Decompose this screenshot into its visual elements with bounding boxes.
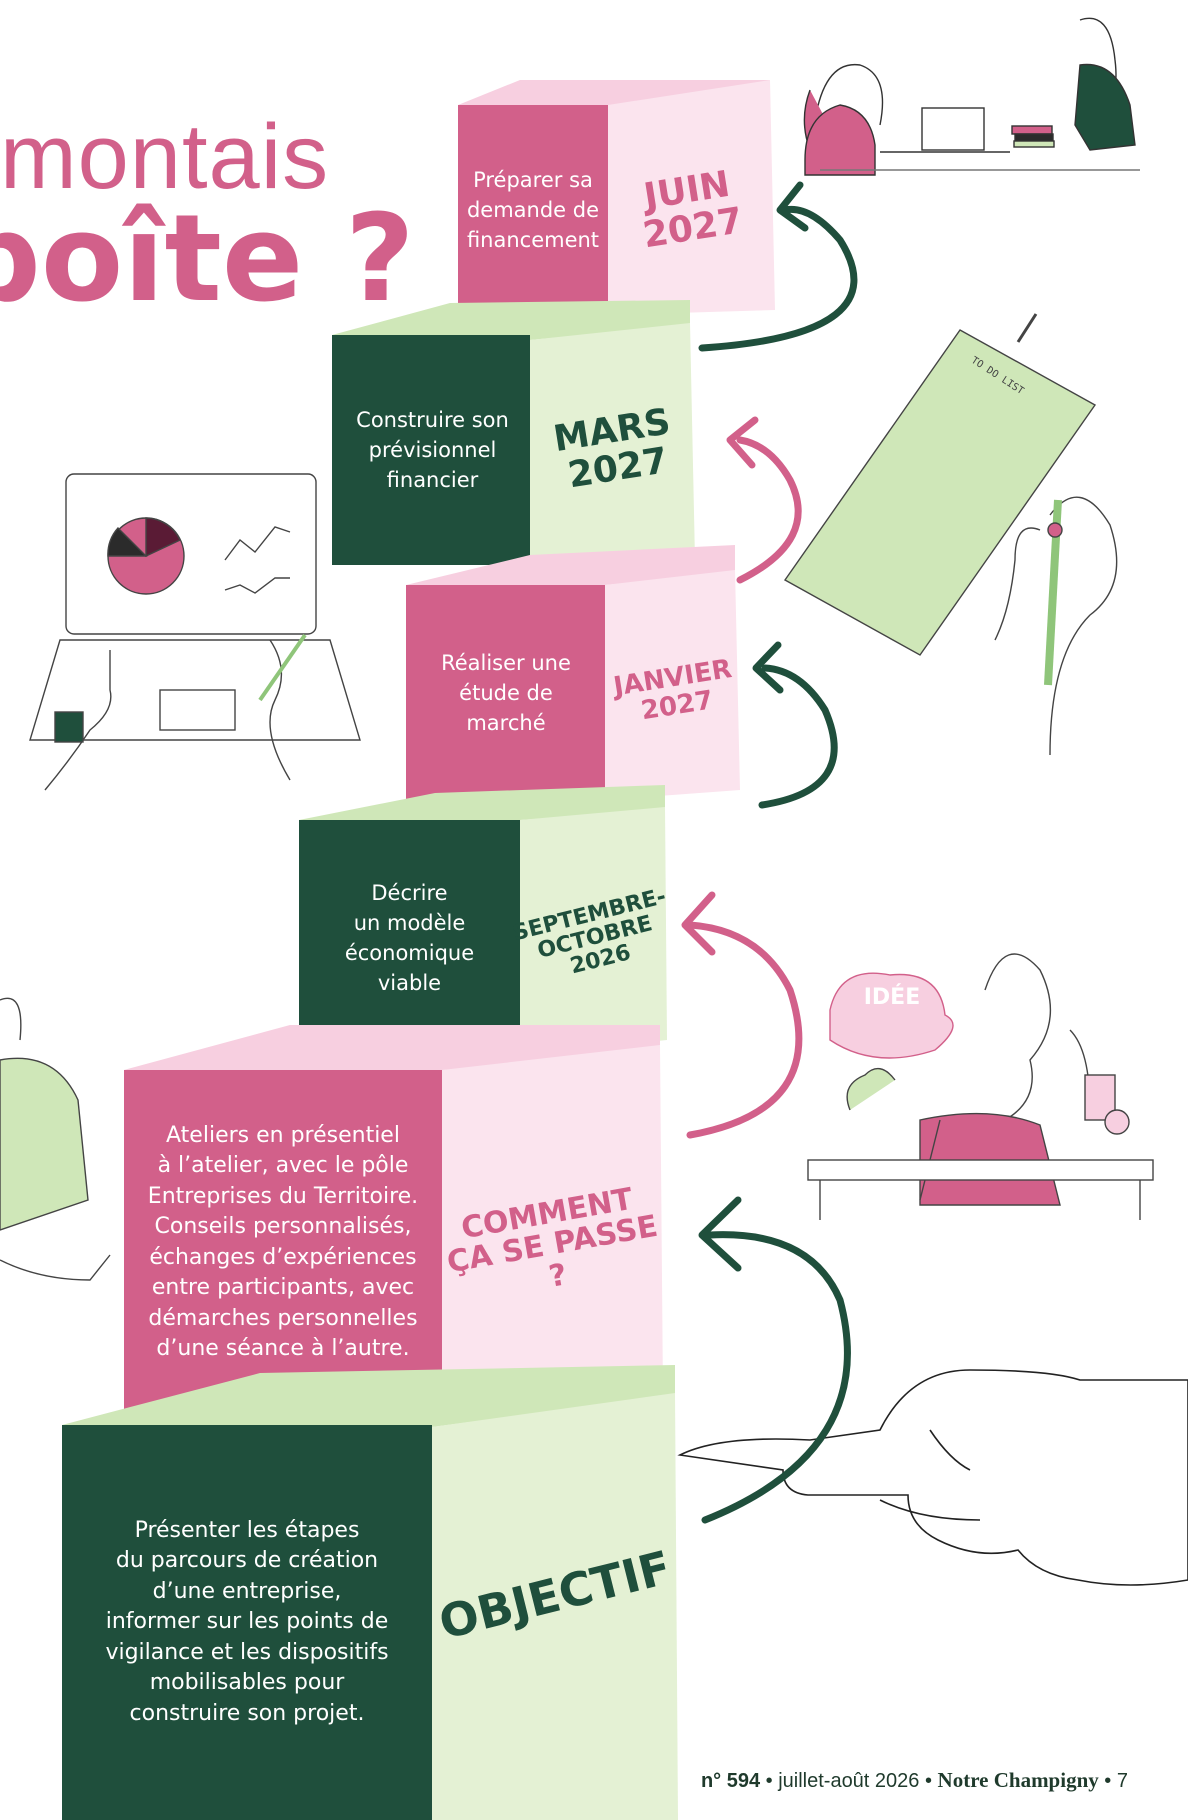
step-2-text-face: Construire son prévisionnel financier — [335, 335, 530, 565]
step-4-text: Décrire un modèle économique viable — [344, 880, 475, 995]
title-line-1: montais — [0, 106, 330, 208]
step-2-text: Construire son prévisionnel financier — [356, 408, 509, 492]
step-5-text: Ateliers en présentiel à l’atelier, avec… — [147, 1122, 419, 1362]
page-number: 7 — [1116, 1770, 1128, 1792]
step-4-text-face: Décrire un modèle économique viable — [299, 820, 520, 1055]
cube-step-2 — [332, 300, 695, 565]
arrowhead-3-icon — [752, 641, 784, 694]
cube-step-6 — [62, 1365, 678, 1820]
pointing-hand-illustration — [677, 1369, 1188, 1586]
page-footer: n° 594 • juillet-août 2026 • Notre Champ… — [701, 1768, 1128, 1793]
arrow-to-step-2-icon — [736, 436, 802, 584]
arrowhead-5-icon — [698, 1196, 742, 1272]
arrow-to-step-1-icon — [698, 205, 858, 352]
issue-number: n° 594 — [700, 1770, 761, 1792]
step-6-text-face: Présenter les étapes du parcours de créa… — [62, 1425, 432, 1820]
issue-date: juillet-août 2026 — [778, 1770, 920, 1792]
footer-separator: • — [919, 1770, 938, 1792]
step-5-text-face: Ateliers en présentiel à l’atelier, avec… — [124, 1070, 442, 1415]
arrow-to-step-3-icon — [758, 664, 838, 809]
step-3-text: Réaliser une étude de marché — [441, 650, 571, 735]
cube-step-4 — [299, 785, 667, 1055]
laptop-illustration — [29, 473, 361, 791]
clipboard-illustration — [783, 313, 1118, 756]
footer-separator: • — [760, 1770, 779, 1792]
cube-step-1 — [458, 80, 775, 315]
idea-illustration — [807, 953, 1154, 1220]
magazine-name: Notre Champigny — [937, 1768, 1099, 1792]
step-1-text: Préparer sa demande de financement — [466, 168, 600, 252]
arrow-to-step-4-icon — [686, 921, 803, 1139]
step-3-text-face: Réaliser une étude de marché — [406, 585, 606, 800]
arrowhead-4-icon — [681, 891, 716, 956]
arrow-to-step-5-icon — [701, 1231, 851, 1524]
person-left-illustration — [0, 997, 111, 1281]
footer-separator: • — [1098, 1770, 1117, 1792]
step-1-text-face: Préparer sa demande de financement — [458, 105, 608, 315]
cube-step-3 — [406, 545, 740, 800]
title-line-2: boîte ? — [0, 190, 415, 329]
meeting-illustration — [803, 17, 1140, 176]
cube-step-5 — [124, 1025, 663, 1415]
arrowhead-2-icon — [726, 416, 759, 469]
arrowhead-1-icon — [776, 181, 809, 232]
step-6-text: Présenter les étapes du parcours de créa… — [105, 1517, 389, 1726]
idea-bubble-label: IDÉE — [863, 985, 921, 1010]
